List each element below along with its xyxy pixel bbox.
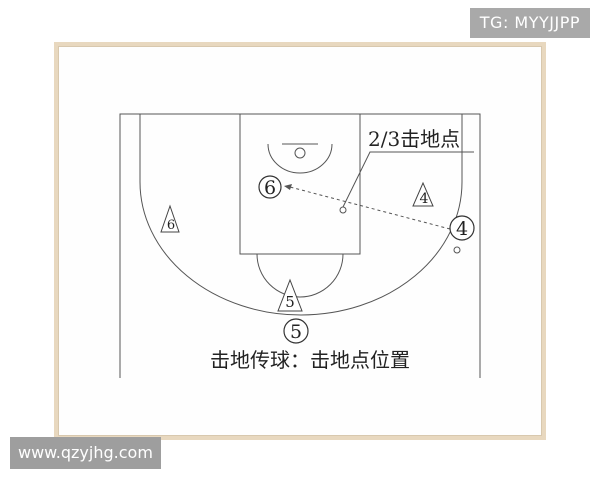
diagram-caption: 击地传球：击地点位置: [210, 348, 410, 372]
three-point-arc: [139, 181, 463, 316]
player-6-circle-label: 6: [264, 177, 276, 199]
small-marker: [453, 246, 461, 254]
player-4-circle: [449, 215, 475, 241]
player-4-circle-label: 4: [456, 218, 468, 240]
hoop: [294, 147, 306, 159]
watermark-url-badge: www.qzyjhg.com: [10, 437, 161, 469]
player-4-triangle: [412, 181, 434, 207]
watermark-top-badge: TG: MYYJJPP: [469, 8, 590, 38]
free-throw-lane: [239, 113, 361, 255]
player-5-triangle: [277, 278, 303, 312]
pass-arrowhead: [284, 184, 292, 190]
player-5-circle-label: 5: [290, 321, 302, 343]
player-5-triangle-label: 5: [285, 293, 295, 311]
callout-leader-line: [342, 151, 474, 208]
player-5-circle: [283, 318, 309, 344]
player-6-triangle: [160, 204, 180, 233]
player-4-triangle-label: 4: [420, 191, 429, 207]
free-throw-circle: [256, 253, 344, 298]
restricted-area-arc: [267, 143, 333, 174]
player-6-triangle-label: 6: [167, 218, 175, 233]
callout-label: 2/3击地点: [368, 127, 460, 151]
bounce-point-marker: [339, 206, 347, 214]
diagram-frame: [54, 42, 546, 440]
player-6-circle: [258, 175, 282, 199]
